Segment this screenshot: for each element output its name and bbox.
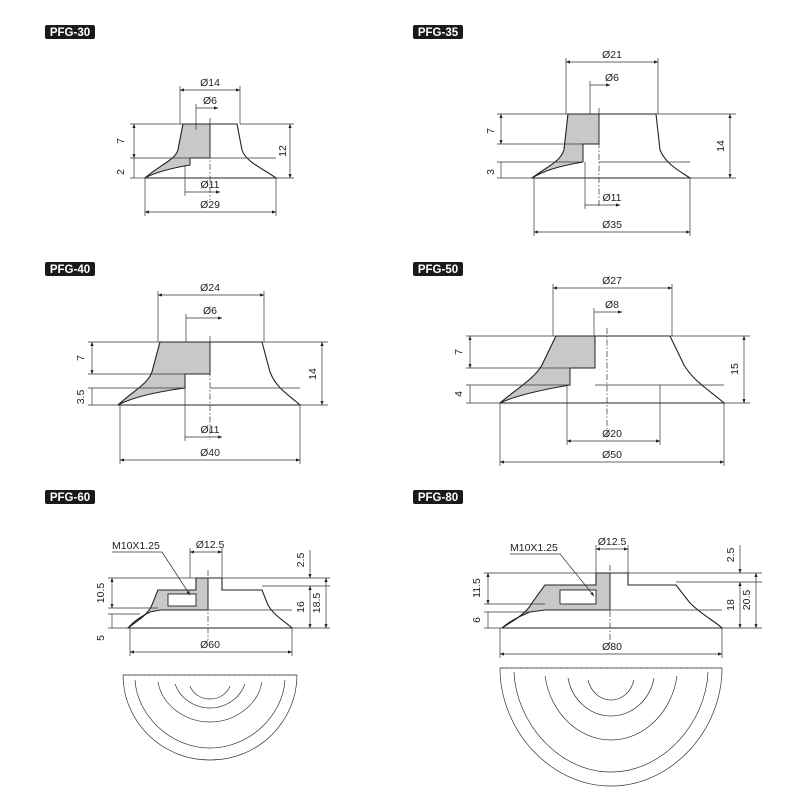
dim-h-top: 2.5 <box>295 553 307 568</box>
cup-body <box>498 335 726 404</box>
thread-label: M10X1.25 <box>510 542 558 554</box>
dim-h-lower: 5 <box>95 635 107 641</box>
dim-h-total: 14 <box>307 368 319 380</box>
dim-outer-dia: Ø29 <box>200 199 220 211</box>
model-label: PFG-60 <box>50 492 90 504</box>
model-badge <box>45 490 95 504</box>
dim-h-body: 16 <box>295 601 307 613</box>
dim-h-total: 14 <box>715 140 727 152</box>
dim-h-upper: 7 <box>115 138 127 144</box>
dim-h-total: 18.5 <box>311 593 323 614</box>
dim-outer-dia: Ø40 <box>200 447 220 459</box>
dim-h-upper: 7 <box>485 128 497 134</box>
dim-port-dia: Ø8 <box>605 299 619 311</box>
dim-h-body: 18 <box>725 599 737 611</box>
model-label: PFG-50 <box>418 264 458 276</box>
model-badge <box>45 262 95 276</box>
dim-h-lower: 4 <box>453 391 465 397</box>
model-badge <box>413 490 463 504</box>
dim-h-total: 12 <box>277 145 289 157</box>
dim-h-lower: 2 <box>115 169 127 175</box>
dim-outer-dia: Ø60 <box>200 639 220 651</box>
panel-pfg-50: PFG-50 Ø27 Ø8 Ø20 Ø50 7 4 15 <box>413 262 750 466</box>
dim-outer-dia: Ø35 <box>602 219 622 231</box>
dim-port-dia: Ø12.5 <box>598 536 627 548</box>
model-label: PFG-80 <box>418 492 458 504</box>
panel-pfg-80: PFG-80 M10X1.25 Ø12.5 Ø80 11.5 6 2.5 18 … <box>413 490 762 787</box>
dim-inner-dia: Ø11 <box>200 424 219 436</box>
dim-inner-dia: Ø11 <box>200 179 219 191</box>
model-badge <box>413 25 463 39</box>
dim-port-dia: Ø6 <box>203 305 217 317</box>
dim-h-upper: 10.5 <box>95 583 107 604</box>
dim-h-total: 20.5 <box>741 590 753 611</box>
panel-pfg-30: PFG-30 Ø14 Ø6 Ø11 Ø29 7 2 12 <box>45 25 294 216</box>
dim-top-dia: Ø21 <box>602 49 622 61</box>
model-badge <box>45 25 95 39</box>
dim-port-dia: Ø6 <box>203 95 217 107</box>
model-label: PFG-30 <box>50 27 90 39</box>
cup-section <box>144 123 211 179</box>
dim-h-upper: 7 <box>453 349 465 355</box>
dim-h-top: 2.5 <box>725 548 737 563</box>
dim-port-dia: Ø12.5 <box>196 539 225 551</box>
thread-label: M10X1.25 <box>112 540 160 552</box>
dim-h-total: 15 <box>729 363 741 375</box>
panel-pfg-35: PFG-35 Ø21 Ø6 Ø11 Ø35 7 3 14 <box>413 25 736 236</box>
dim-h-upper: 7 <box>75 355 87 361</box>
dim-inner-dia: Ø11 <box>602 192 621 204</box>
bottom-view <box>499 667 723 787</box>
dim-inner-dia: Ø20 <box>602 428 622 440</box>
dim-top-dia: Ø24 <box>200 282 220 294</box>
panel-pfg-60: PFG-60 M10X1.25 Ø12.5 Ø60 10.5 5 2.5 16 … <box>45 490 330 761</box>
dim-top-dia: Ø27 <box>602 275 622 287</box>
dim-h-upper: 11.5 <box>471 578 483 598</box>
dim-outer-dia: Ø50 <box>602 449 622 461</box>
dim-h-lower: 6 <box>471 617 483 623</box>
dim-top-dia: Ø14 <box>200 77 220 89</box>
dim-port-dia: Ø6 <box>605 72 619 84</box>
panel-pfg-40: PFG-40 Ø24 Ø6 Ø11 Ø40 7 3.5 14 <box>45 262 328 464</box>
bottom-view <box>122 674 298 761</box>
dim-outer-dia: Ø80 <box>602 641 622 653</box>
model-label: PFG-35 <box>418 27 459 39</box>
dim-h-lower: 3 <box>485 169 497 175</box>
model-badge <box>413 262 463 276</box>
model-label: PFG-40 <box>50 264 90 276</box>
dim-h-lower: 3.5 <box>75 390 87 405</box>
